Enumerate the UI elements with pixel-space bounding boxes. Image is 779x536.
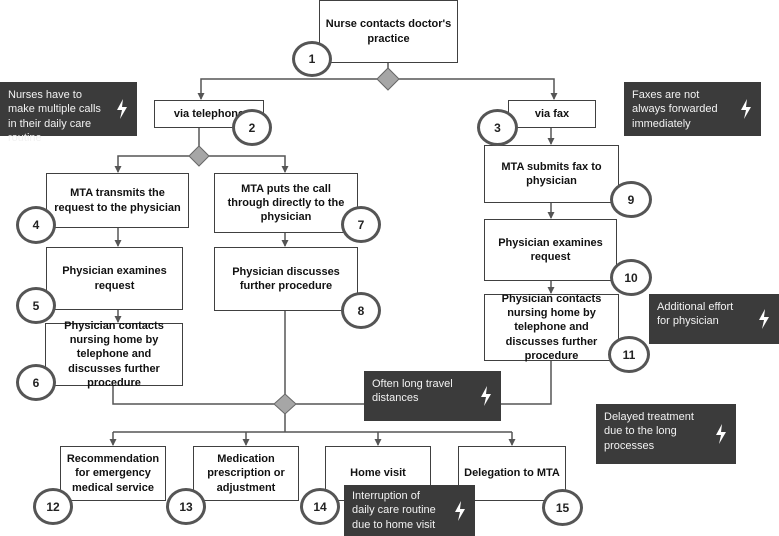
lightning-bolt-icon <box>481 386 491 406</box>
step-13-label: Medication prescription or adjustment <box>207 453 285 494</box>
step-7-label: MTA puts the call through directly to th… <box>227 182 345 224</box>
step-4-number: 4 <box>16 206 56 244</box>
step-15-box: Delegation to MTA <box>458 446 566 501</box>
step-7-number: 7 <box>341 206 381 243</box>
decision-diamond-outcome <box>273 393 297 415</box>
step-10-box: Physician examines request <box>484 219 617 281</box>
note-delayed-treatment: Delayed treatment due to the long proces… <box>596 404 736 464</box>
note-physician-effort: Additional effort for physician <box>649 294 779 344</box>
step-9-number: 9 <box>610 181 652 218</box>
step-6-label: Physician contacts nursing home by telep… <box>64 319 164 389</box>
step-7-box: MTA puts the call through directly to th… <box>214 173 358 233</box>
step-5-number: 5 <box>16 287 56 324</box>
note-travel-distances-text: Often long travel distances <box>372 378 453 405</box>
note-physician-effort-text: Additional effort for physician <box>657 301 734 328</box>
step-4-box: MTA transmits the request to the physici… <box>46 173 189 228</box>
lightning-bolt-icon <box>716 424 726 444</box>
step-5-label: Physician examines request <box>62 265 167 292</box>
step-11-box: Physician contacts nursing home by telep… <box>484 292 619 362</box>
lightning-bolt-icon <box>455 500 465 521</box>
decision-diamond-channel <box>376 67 400 91</box>
note-travel-distances: Often long travel distances <box>364 371 501 421</box>
note-fax-delay: Faxes are not always forwarded immediate… <box>624 82 761 136</box>
step-2-number: 2 <box>232 109 272 146</box>
step-5-box: Physician examines request <box>46 247 183 310</box>
step-15-label: Delegation to MTA <box>464 467 560 480</box>
step-9-box: MTA submits fax to physician <box>484 145 619 203</box>
step-9-label: MTA submits fax to physician <box>501 160 602 187</box>
lightning-bolt-icon <box>759 309 769 329</box>
step-4-label: MTA transmits the request to the physici… <box>54 187 181 214</box>
step-8-label: Physician discusses further procedure <box>232 265 340 292</box>
note-care-interruption: Interruption of daily care routine due t… <box>344 485 475 536</box>
step-3-number: 3 <box>477 109 518 146</box>
step-12-number: 12 <box>33 488 73 525</box>
step-6-number: 6 <box>16 364 56 401</box>
note-care-interruption-text: Interruption of daily care routine due t… <box>352 490 436 531</box>
step-6-box: Physician contacts nursing home by telep… <box>45 320 183 389</box>
step-15-number: 15 <box>542 489 583 526</box>
step-10-number: 10 <box>610 259 652 296</box>
step-14-number: 14 <box>300 488 340 525</box>
step-12-box: Recommendation for emergency medical ser… <box>60 446 166 501</box>
note-delayed-treatment-text: Delayed treatment due to the long proces… <box>604 411 694 452</box>
step-14-label: Home visit <box>350 467 406 480</box>
lightning-bolt-icon <box>741 99 751 119</box>
step-12-label: Recommendation for emergency medical ser… <box>66 453 160 494</box>
step-3-box: via fax <box>508 100 596 128</box>
step-13-box: Medication prescription or adjustment <box>193 446 299 501</box>
note-fax-delay-text: Faxes are not always forwarded immediate… <box>632 89 718 130</box>
note-multiple-calls-text: Nurses have to make multiple calls in th… <box>8 89 101 144</box>
step-8-box: Physician discusses further procedure <box>214 247 358 311</box>
step-13-number: 13 <box>166 488 206 525</box>
step-8-number: 8 <box>341 292 381 329</box>
step-11-number: 11 <box>608 336 650 373</box>
step-11-label: Physician contacts nursing home by telep… <box>501 292 602 362</box>
note-multiple-calls: Nurses have to make multiple calls in th… <box>0 82 137 144</box>
step-1-label: Nurse contacts doctor's practice <box>325 18 452 45</box>
step-3-label: via fax <box>534 107 570 120</box>
lightning-bolt-icon <box>117 99 127 119</box>
step-10-label: Physician examines request <box>498 236 603 263</box>
step-1-box: Nurse contacts doctor's practice <box>319 0 458 63</box>
step-1-number: 1 <box>292 41 332 77</box>
decision-diamond-telephone <box>188 145 210 167</box>
step-2-label: via telephone <box>173 107 245 120</box>
